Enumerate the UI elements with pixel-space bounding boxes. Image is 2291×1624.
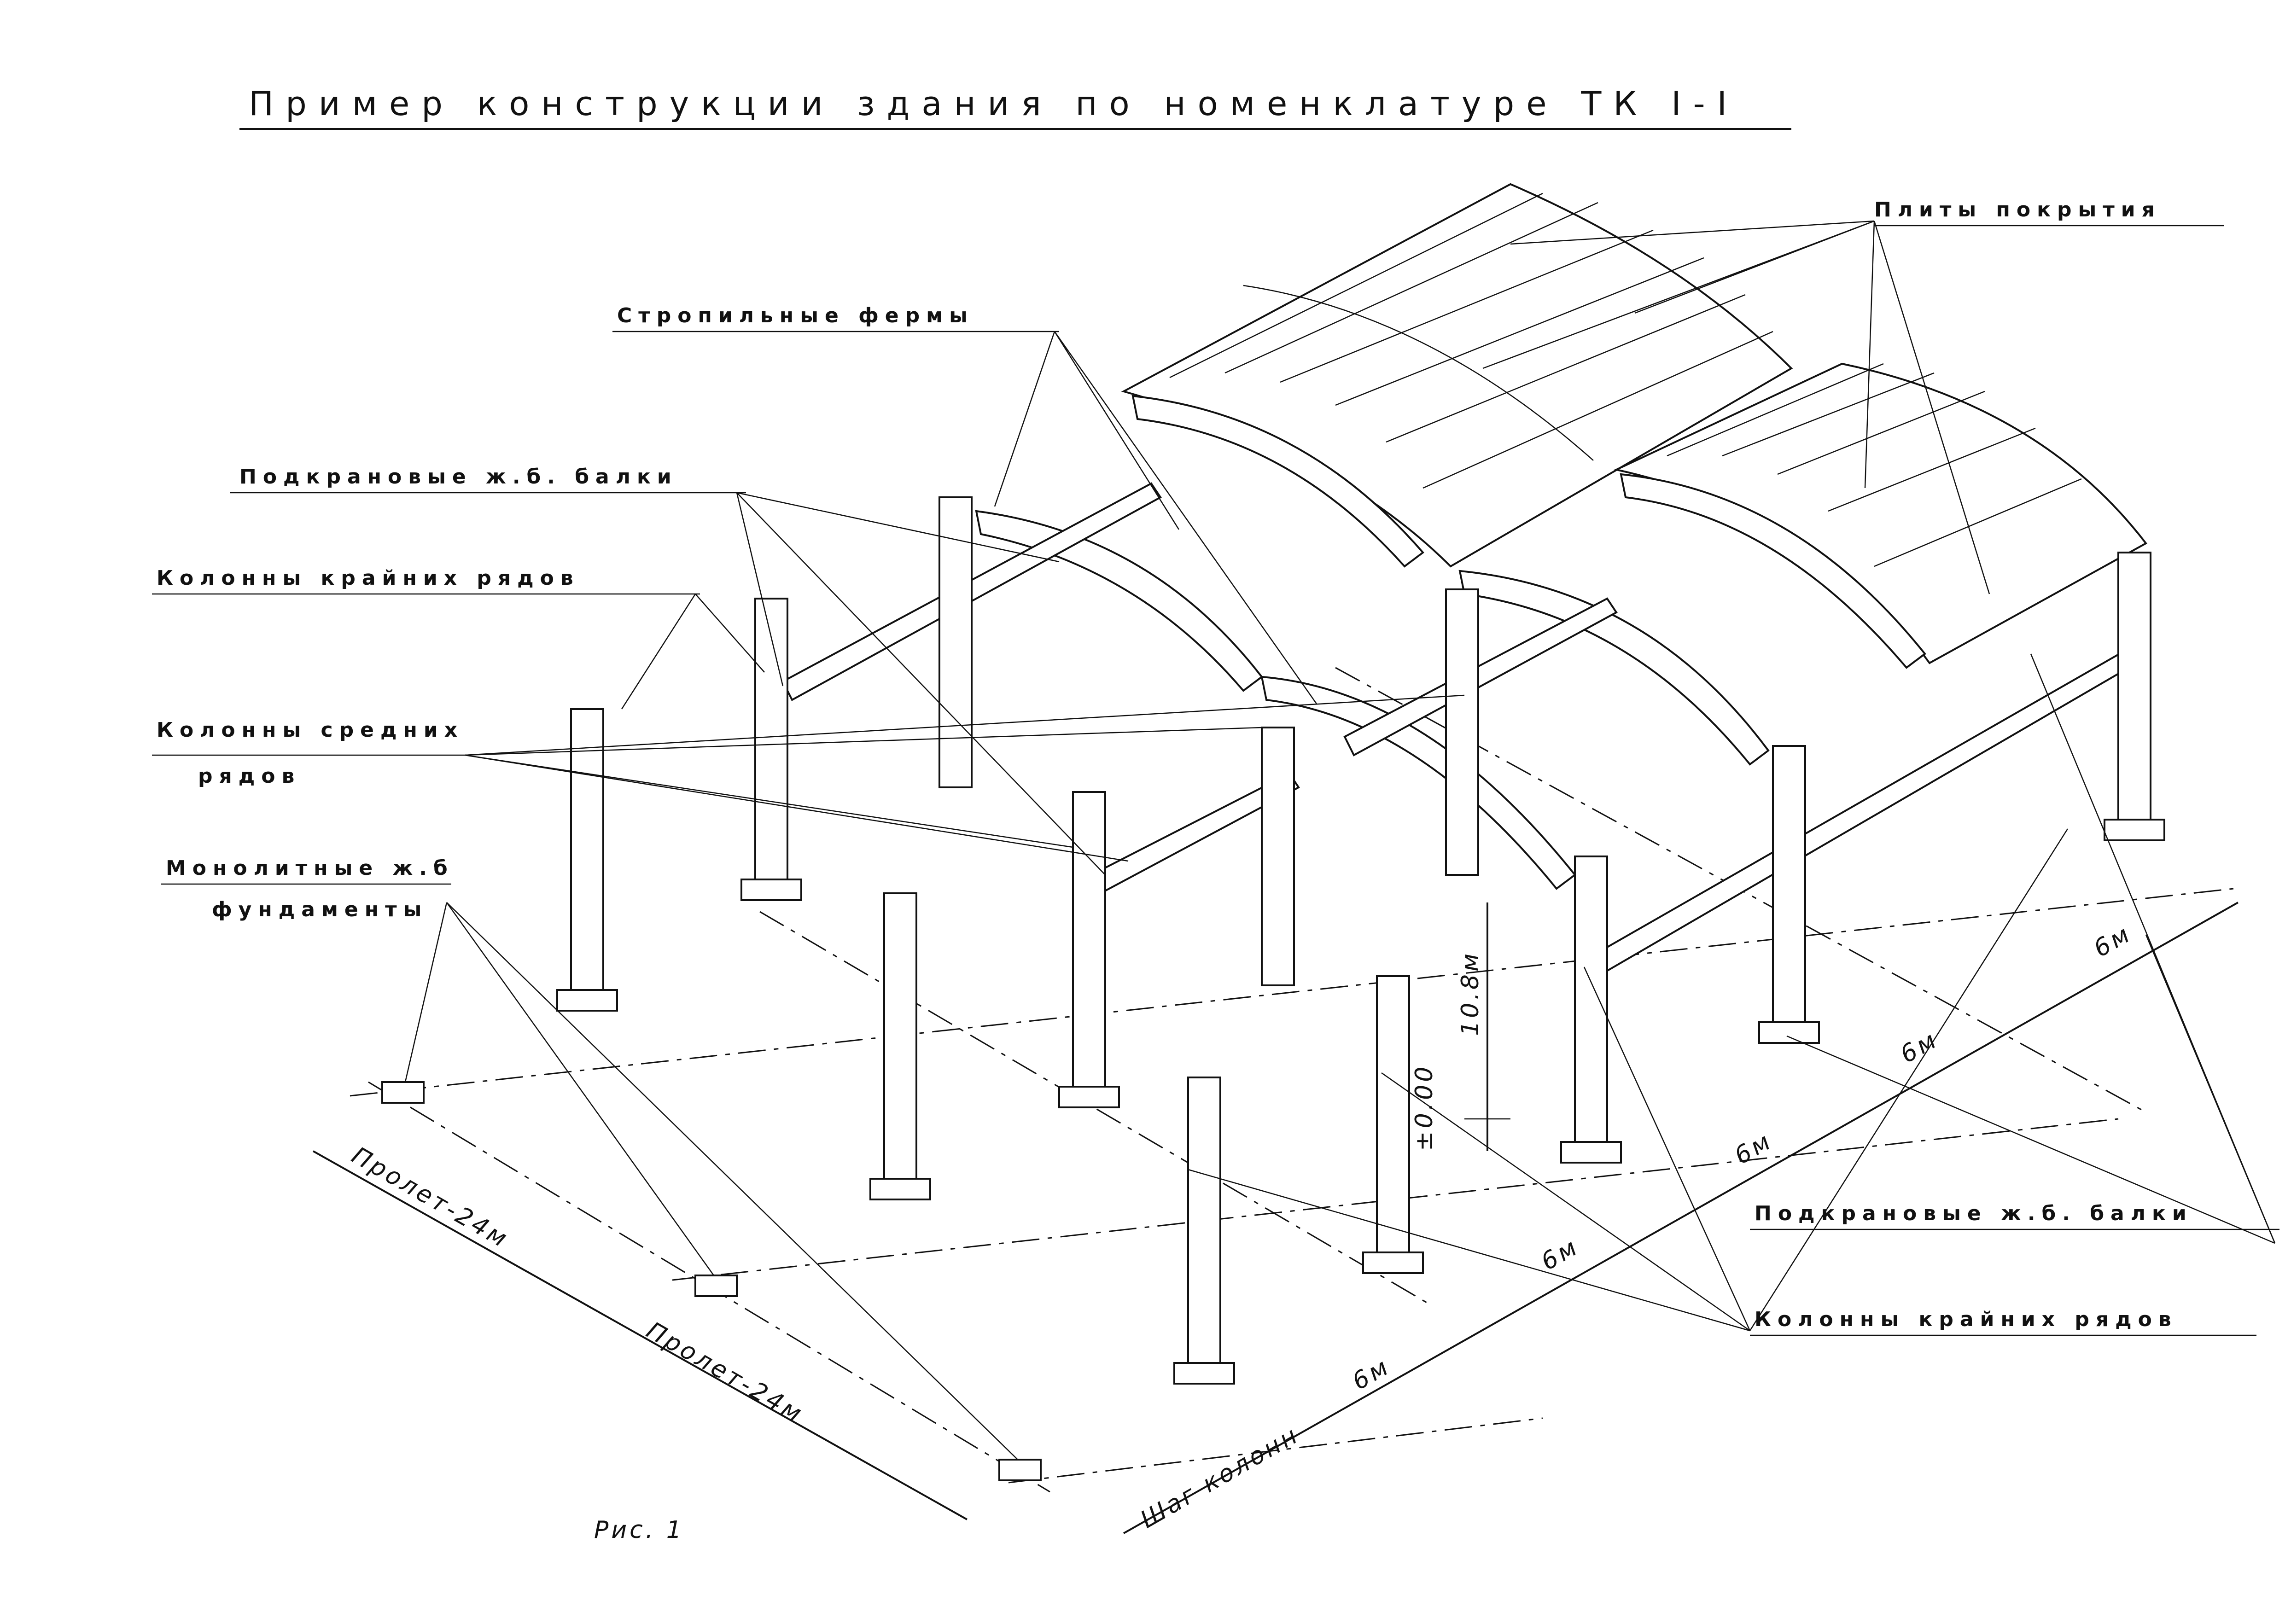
column	[1376, 975, 1410, 1263]
column	[1187, 1077, 1221, 1378]
label-foundations-1: Монолитные ж.б	[166, 856, 454, 880]
dim-column-step: Шаг колонн	[1136, 1421, 1305, 1534]
column	[1772, 745, 1806, 1032]
label-rafter-trusses: Стропильные фермы	[617, 304, 974, 327]
column	[1574, 856, 1608, 1152]
dim-span-1: Пролет-24м	[347, 1141, 514, 1254]
dim-zero-level: ±0.00	[1411, 1064, 1438, 1151]
column	[754, 598, 788, 894]
column	[2117, 552, 2151, 830]
dim-step-4: 6м	[1896, 1025, 1943, 1069]
dim-step-2: 6м	[1537, 1233, 1584, 1276]
label-crane-beams-right: Подкрановые ж.б. балки	[1755, 1202, 2193, 1225]
column	[570, 708, 604, 1005]
columns	[570, 496, 2151, 1378]
dim-step-1: 6м	[1348, 1352, 1395, 1396]
figure-caption: Рис. 1	[594, 1516, 684, 1544]
foundations	[381, 819, 2165, 1481]
label-middle-columns-1: Колонны средних	[157, 718, 464, 742]
label-crane-beams-left: Подкрановые ж.б. балки	[239, 465, 678, 489]
dim-height: 10.8м	[1457, 951, 1484, 1036]
label-middle-columns-2: рядов	[198, 764, 301, 788]
dimension-lines	[313, 902, 2239, 1534]
column	[1261, 727, 1295, 986]
dim-span-2: Пролет-24м	[642, 1316, 809, 1429]
column	[939, 496, 973, 788]
label-foundations-2: фундаменты	[212, 898, 428, 921]
label-roof-slabs: Плиты покрытия	[1874, 198, 2161, 221]
column	[1072, 791, 1106, 1097]
dim-step-5: 6м	[2089, 920, 2137, 963]
leader-lines	[404, 220, 2276, 1460]
column	[1445, 588, 1479, 876]
dim-step-3: 6м	[1730, 1127, 1778, 1170]
drawing-title: Пример конструкции здания по номенклатур…	[249, 84, 1739, 123]
column	[883, 892, 917, 1193]
label-edge-columns-right: Колонны крайних рядов	[1755, 1308, 2178, 1331]
label-edge-columns-left: Колонны крайних рядов	[157, 566, 580, 590]
rafter-trusses	[975, 395, 1926, 890]
